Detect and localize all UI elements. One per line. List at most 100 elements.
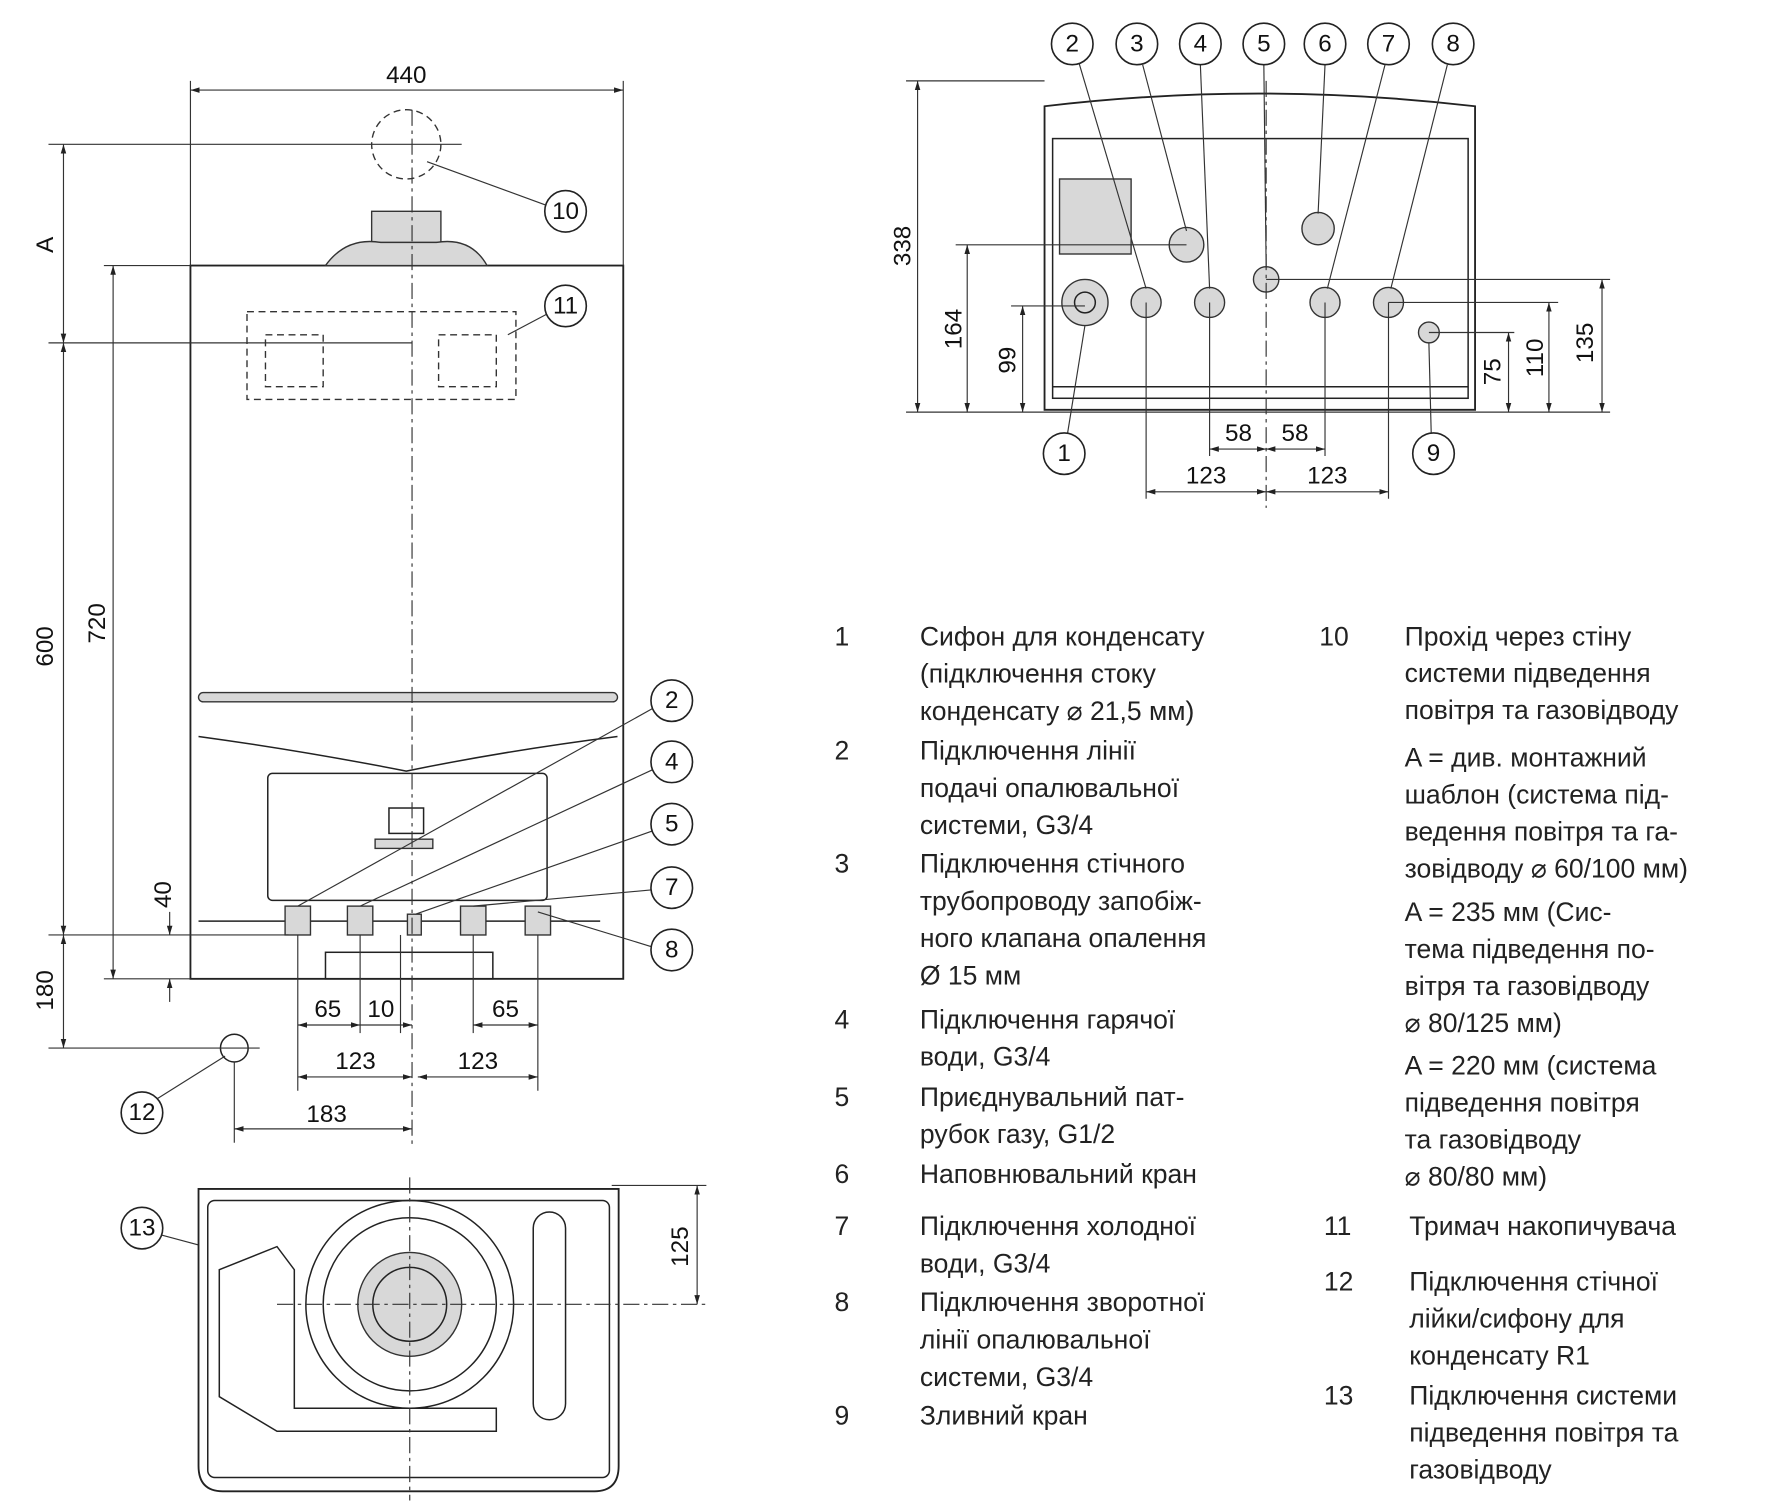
legend-item-text: Прохід через стіну	[1405, 621, 1632, 651]
svg-text:7: 7	[665, 874, 678, 901]
callout-4: 4	[650, 740, 694, 784]
legend-item-text: Підключення лінії	[920, 736, 1137, 766]
svg-text:11: 11	[553, 292, 578, 319]
legend-item-text: системи підведення	[1405, 658, 1651, 688]
dim-123-left: 123	[1186, 463, 1226, 490]
dim-75: 75	[1479, 358, 1506, 385]
legend-item-text: підведення повітря	[1405, 1088, 1640, 1118]
legend-item-text: A = див. монтажний	[1405, 742, 1647, 772]
flue-base	[324, 240, 489, 267]
legend-item-text: Підключення стічної	[1409, 1266, 1658, 1296]
legend-item-text: системи, G3/4	[920, 810, 1093, 840]
legend-item-number: 3	[834, 849, 849, 879]
dim-338: 338	[890, 226, 917, 266]
dim-58-left: 58	[1225, 420, 1252, 447]
legend-item-text: води, G3/4	[920, 1248, 1051, 1278]
legend-item-text: A = 220 мм (система	[1405, 1051, 1657, 1081]
callout-4: 4	[1178, 22, 1222, 66]
dim-width-440: 440	[386, 62, 426, 89]
legend-item-text: ведення повітря та га-	[1405, 816, 1678, 846]
dim-180: 180	[32, 970, 59, 1010]
svg-text:2: 2	[1066, 30, 1079, 57]
callout-13: 13	[120, 1206, 164, 1250]
svg-text:13: 13	[128, 1215, 155, 1242]
legend-item-text: ного клапана опалення	[920, 923, 1206, 953]
callout-12: 12	[120, 1091, 164, 1135]
legend-item-number: 1	[834, 621, 849, 651]
dim-65-left: 65	[314, 996, 341, 1023]
svg-text:8: 8	[1446, 30, 1459, 57]
legend-item-text: лінії опалювальної	[920, 1325, 1151, 1355]
dim-123-left: 123	[335, 1048, 375, 1075]
svg-text:3: 3	[1130, 30, 1143, 57]
front-handle-bar	[197, 691, 619, 703]
legend-item-text: зовідводу ⌀ 60/100 мм)	[1405, 853, 1688, 883]
callout-7: 7	[650, 866, 694, 910]
legend-item-text: подачі опалювальної	[920, 773, 1180, 803]
legend-item-text: конденсату R1	[1409, 1340, 1590, 1370]
dim-65-right: 65	[492, 996, 519, 1023]
boiler-body	[189, 264, 625, 980]
legend-item-text: Підключення стічного	[920, 849, 1185, 879]
dim-110: 110	[1522, 339, 1549, 378]
svg-text:2: 2	[665, 687, 678, 714]
dim-10: 10	[367, 996, 394, 1023]
callout-6: 6	[1303, 22, 1347, 66]
legend-item-number: 9	[834, 1400, 849, 1430]
svg-text:8: 8	[665, 936, 678, 963]
legend-item-text: тема підведення по-	[1405, 934, 1655, 964]
legend-item-text: рубок газу, G1/2	[920, 1119, 1115, 1149]
callout-11: 11	[543, 284, 588, 328]
legend-item-text: води, G3/4	[920, 1042, 1051, 1072]
legend-item-number: 12	[1324, 1266, 1354, 1296]
dim-99: 99	[995, 347, 1022, 374]
callout-10: 10	[543, 189, 588, 233]
callout-8: 8	[1431, 22, 1475, 66]
legend-item-number: 13	[1324, 1381, 1354, 1411]
svg-text:4: 4	[665, 748, 678, 775]
callout-9: 9	[1411, 432, 1456, 476]
legend-item-text: (підключення стоку	[920, 659, 1157, 689]
dim-125: 125	[667, 1226, 694, 1266]
legend-item-text: Наповнювальний кран	[920, 1159, 1197, 1189]
cylinder-holder-outline	[246, 311, 517, 401]
dim-123-right: 123	[1307, 463, 1347, 490]
electrical-connectors	[1058, 178, 1132, 255]
svg-text:12: 12	[128, 1099, 155, 1126]
dim-58-right: 58	[1282, 420, 1309, 447]
connection-callouts: 2 3 4 5 6 7 8 1 9	[1042, 22, 1475, 476]
legend-item-text: Приєднувальний пат-	[920, 1082, 1185, 1112]
legend-item-number: 5	[834, 1082, 849, 1112]
front-view: 440 A 600 720 180 40 65 10 65 123 123 18…	[32, 62, 694, 1300]
dim-164: 164	[940, 309, 967, 349]
legend-item-text: ⌀ 80/80 мм)	[1405, 1161, 1547, 1191]
legend-item-text: газовідводу	[1409, 1455, 1552, 1485]
legend-item-text: Підключення зворотної	[920, 1287, 1206, 1317]
front-callouts: 2 4 5 7 8 10 11 12	[120, 189, 694, 1135]
legend-item-text: та газовідводу	[1405, 1125, 1582, 1155]
control-panel	[267, 772, 548, 902]
legend-item-text: вітря та газовідводу	[1405, 971, 1650, 1001]
callout-2: 2	[650, 679, 694, 723]
callout-5: 5	[1242, 22, 1286, 66]
legend-item-text: трубопроводу запобіж-	[920, 886, 1202, 916]
top-view: 125 13	[120, 1177, 707, 1501]
svg-text:1: 1	[1057, 440, 1070, 467]
svg-text:6: 6	[1318, 30, 1331, 57]
svg-text:4: 4	[1194, 30, 1207, 57]
legend-item-text: Підключення холодної	[920, 1211, 1197, 1241]
legend-item-number: 8	[834, 1287, 849, 1317]
legend-item-text: повітря та газовідводу	[1405, 695, 1680, 725]
svg-text:5: 5	[1257, 30, 1270, 57]
callout-7: 7	[1366, 22, 1411, 66]
legend-item-text: Підключення системи	[1409, 1381, 1677, 1411]
svg-text:7: 7	[1382, 30, 1395, 57]
callout-8: 8	[650, 928, 694, 972]
svg-text:10: 10	[552, 198, 579, 225]
legend-item-text: Підключення гарячої	[920, 1004, 1176, 1034]
callout-5: 5	[650, 802, 694, 846]
legend-item-text: системи, G3/4	[920, 1362, 1093, 1392]
legend-item-text: ⌀ 80/125 мм)	[1405, 1008, 1562, 1038]
